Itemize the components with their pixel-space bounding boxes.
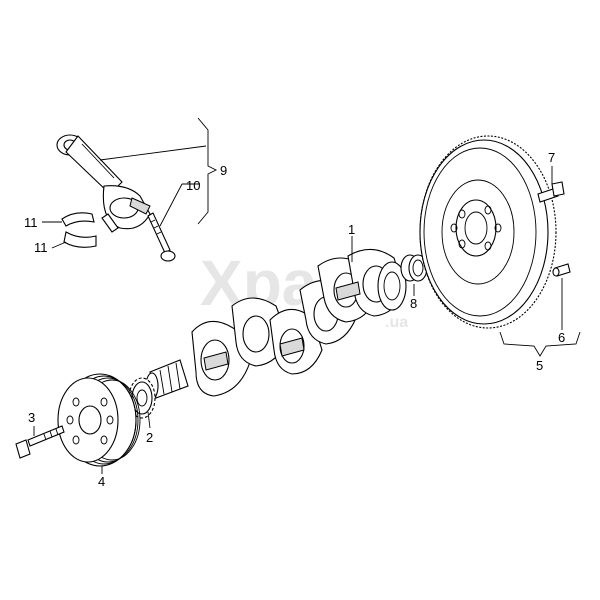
flywheel-bolt[interactable] [537,181,565,203]
connecting-rod[interactable] [56,134,151,233]
pulley-bolt[interactable] [15,425,65,459]
label-part-9: 9 [220,163,227,178]
label-part-4: 4 [98,474,105,489]
vibration-damper-pulley[interactable] [57,373,141,467]
label-part-1: 1 [348,222,355,237]
bearing-shell-upper[interactable] [61,212,95,227]
label-part-3: 3 [28,410,35,425]
label-part-11-lower: 11 [34,240,48,255]
crank-sprocket[interactable] [128,377,156,419]
dowel-pin[interactable] [552,263,571,277]
crankshaft[interactable] [145,248,407,400]
conrod-bolt[interactable] [147,212,176,262]
label-part-7: 7 [548,150,555,165]
label-part-10: 10 [186,178,200,193]
position-labels: 1 2 3 4 5 6 7 8 9 10 11 11 [24,150,565,489]
bearing-shell-lower[interactable] [63,231,97,248]
flywheel[interactable] [419,135,557,329]
watermark-sub: .ua [385,314,408,331]
label-part-5: 5 [536,358,543,373]
label-part-8: 8 [410,296,417,311]
label-part-11-upper: 11 [24,215,38,230]
label-part-2: 2 [146,430,153,445]
needle-bearing[interactable] [400,254,428,282]
leader-lines [33,117,581,474]
label-part-6: 6 [558,330,565,345]
